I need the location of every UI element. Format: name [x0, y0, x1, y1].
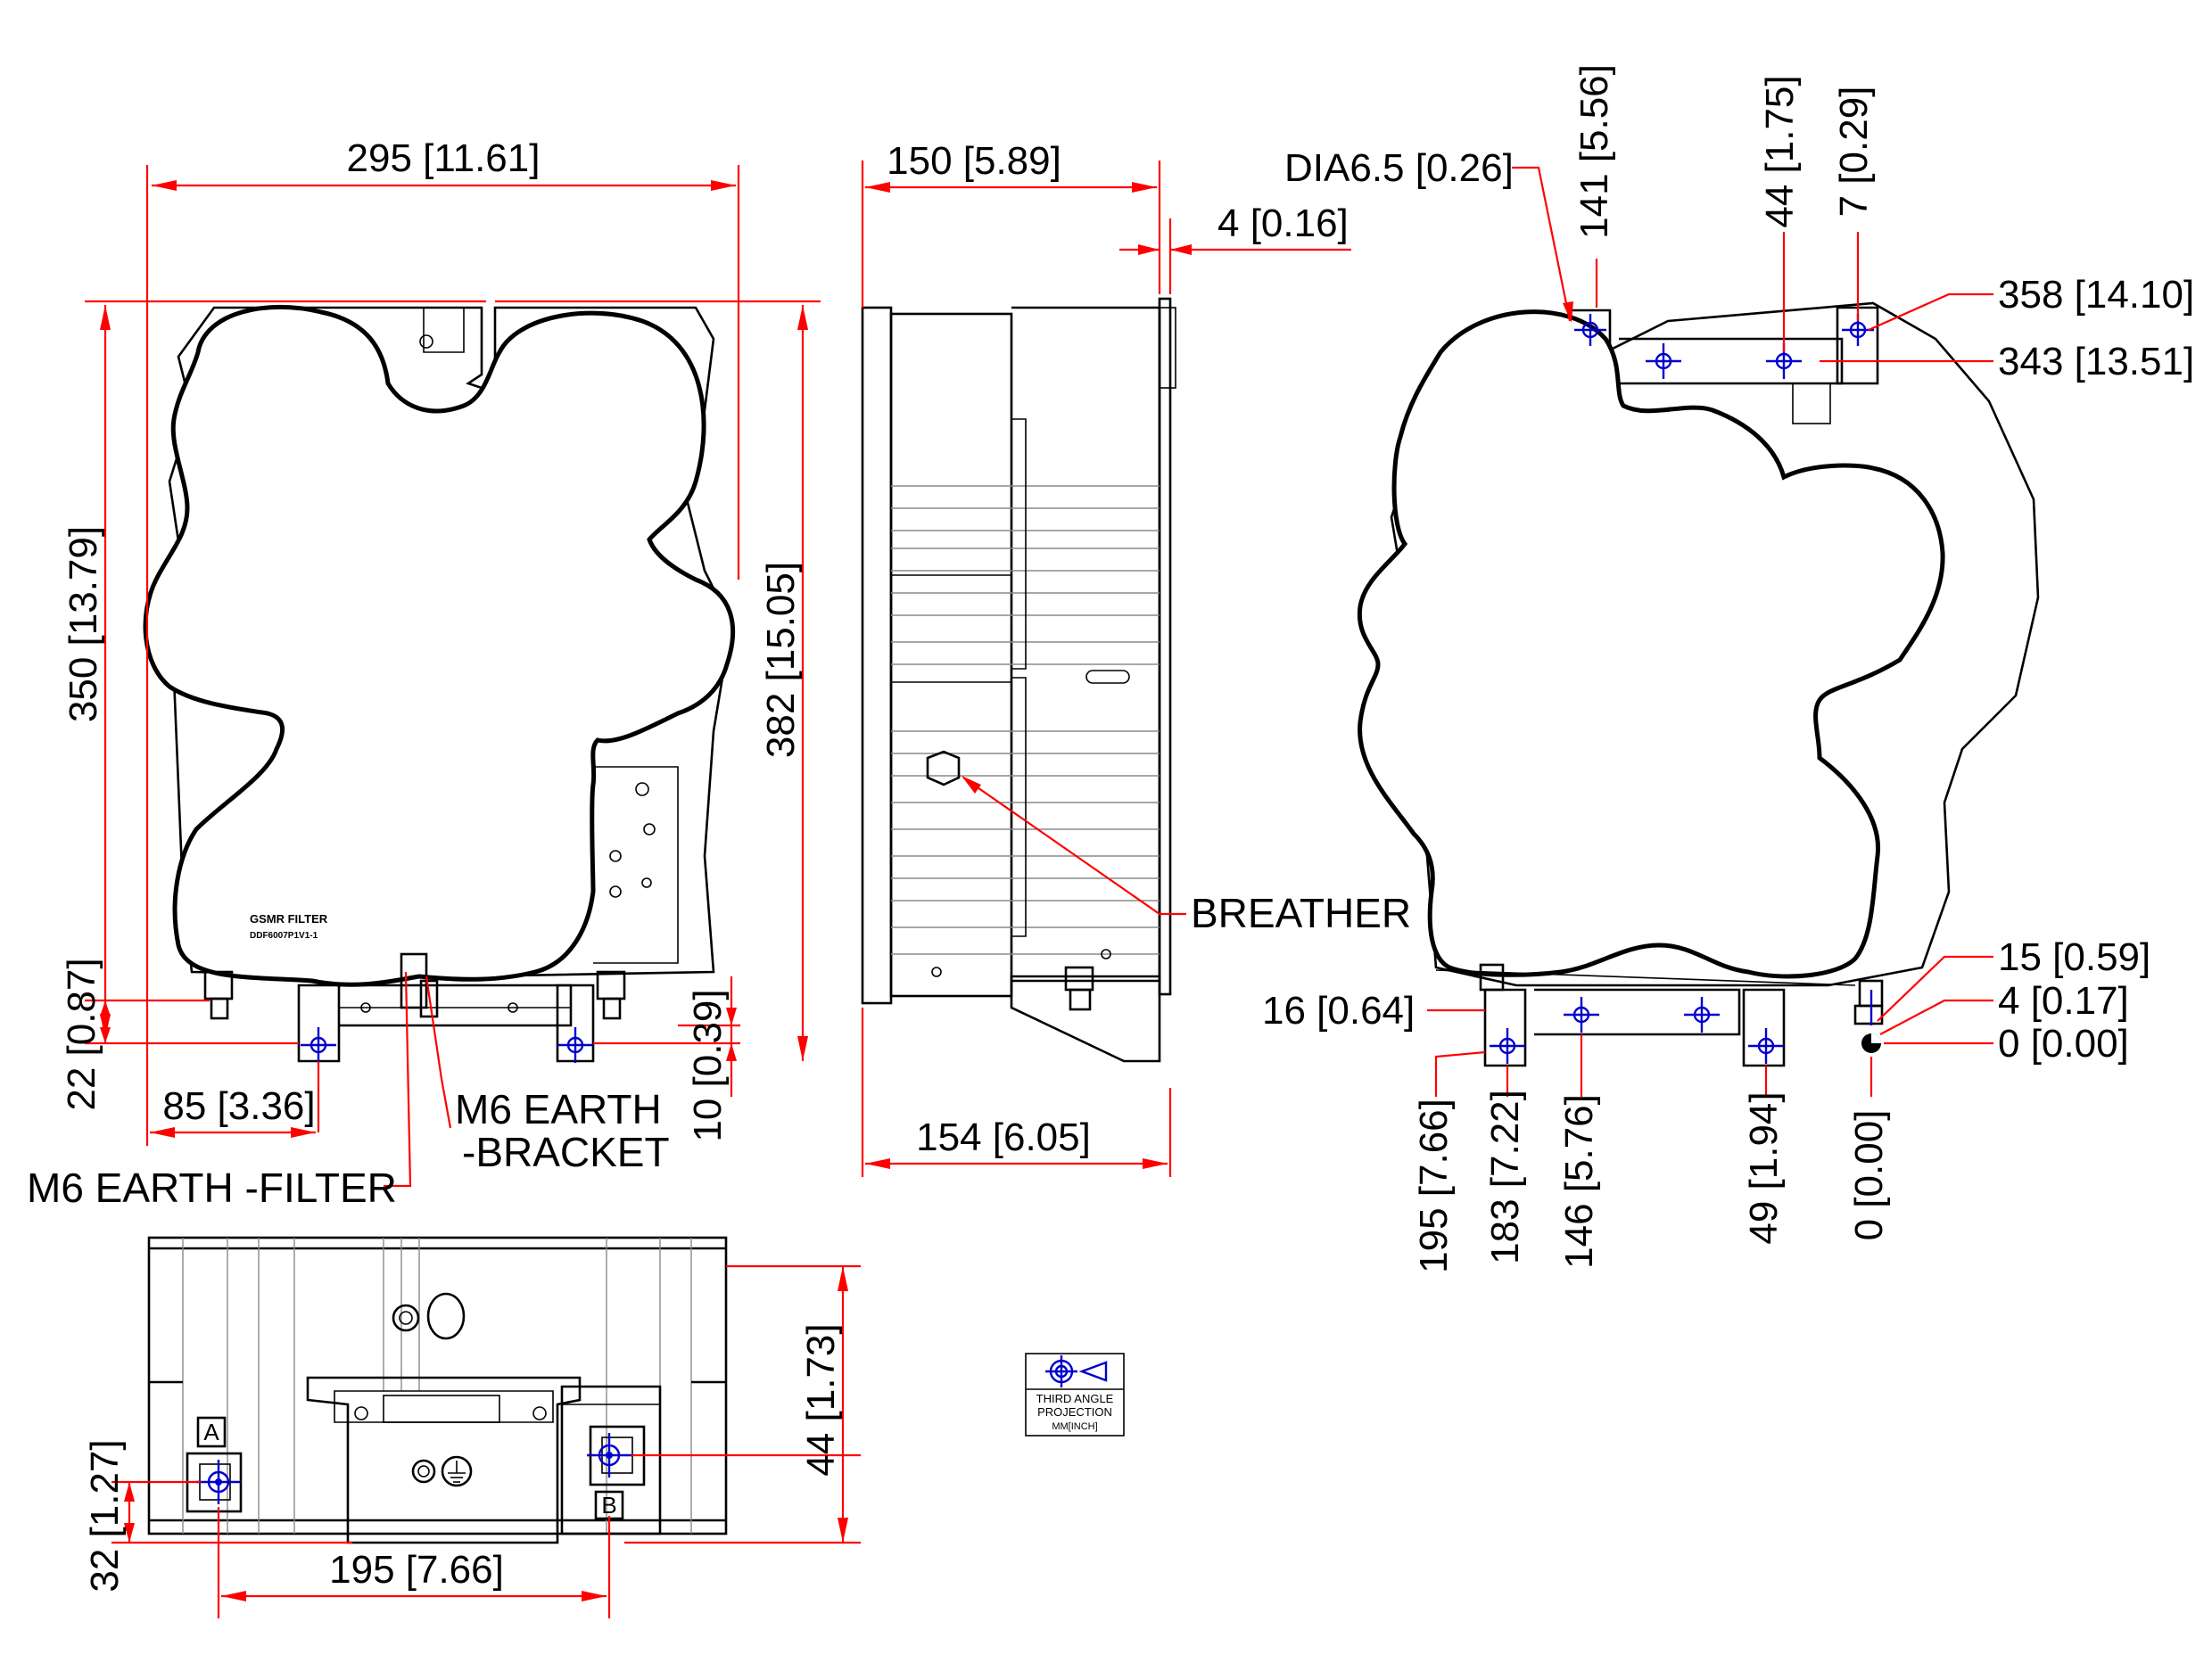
rear-filter-outline	[1357, 309, 1945, 979]
port-b-center	[587, 1433, 631, 1478]
projection-line1: THIRD ANGLE	[1036, 1392, 1114, 1405]
dim-15: 15 [0.59]	[1998, 935, 2150, 979]
dim-dia: DIA6.5 [0.26]	[1284, 146, 1514, 190]
side-view: 150 [5.89] 4 [0.16] 154 [6.05] BREATHER	[861, 139, 1411, 1177]
third-angle-projection-symbol: THIRD ANGLE PROJECTION MM[INCH]	[1025, 1353, 1125, 1437]
projection-line3: MM[INCH]	[1052, 1421, 1097, 1432]
port-a-tag	[196, 1416, 227, 1448]
filter-body-outline	[143, 304, 735, 987]
label-breather: BREATHER	[1191, 890, 1411, 936]
dim-44-top: 44 [1.75]	[1758, 75, 1802, 227]
rear-view: DIA6.5 [0.26] 141 [5.56] 44 [1.75] 7 [0.…	[1262, 64, 2194, 1273]
label-earth-filter: M6 EARTH -FILTER	[27, 1165, 397, 1211]
product-name: GSMR FILTER	[250, 912, 328, 926]
dim-height-350: 350 [13.79]	[62, 526, 105, 722]
label-earth-bracket-2: -BRACKET	[462, 1129, 670, 1175]
dim-343: 343 [13.51]	[1998, 340, 2194, 383]
dim-146: 146 [5.76]	[1557, 1094, 1601, 1269]
port-a-center	[196, 1460, 241, 1504]
dim-32: 32 [1.27]	[83, 1439, 127, 1592]
dim-foot-22: 22 [0.87]	[60, 958, 103, 1110]
dim-0-v: 0 [0.00]	[1847, 1110, 1891, 1241]
dim-16: 16 [0.64]	[1262, 989, 1415, 1033]
breather-port	[926, 750, 961, 786]
dim-358: 358 [14.10]	[1998, 273, 2194, 317]
port-a-label: A	[203, 1419, 219, 1445]
dim-0-h: 0 [0.00]	[1998, 1022, 2129, 1066]
projection-line2: PROJECTION	[1037, 1405, 1112, 1419]
port-b-label: B	[601, 1492, 616, 1519]
rear-holes	[1490, 314, 1874, 1064]
front-view: GSMR FILTER DDF6007P1V1-1	[27, 136, 821, 1211]
dim-183: 183 [7.22]	[1483, 1090, 1527, 1264]
dim-195-bottom: 195 [7.66]	[329, 1548, 504, 1592]
bottom-view: A B 44 [1.73] 32 [1.	[83, 1236, 861, 1618]
dim-offset-85: 85 [3.36]	[162, 1084, 315, 1128]
dim-4: 4 [0.17]	[1998, 979, 2129, 1023]
dim-height-382: 382 [15.05]	[759, 562, 803, 758]
dim-49: 49 [1.94]	[1742, 1091, 1786, 1244]
dim-7: 7 [0.29]	[1832, 86, 1876, 218]
front-hole-left	[301, 1027, 336, 1063]
earth-symbol-icon	[441, 1455, 473, 1487]
dim-195-rear: 195 [7.66]	[1412, 1099, 1456, 1273]
dim-offset-4: 4 [0.16]	[1217, 202, 1349, 245]
dim-44-bottom: 44 [1.73]	[799, 1323, 843, 1476]
front-hole-right	[557, 1027, 593, 1063]
dim-depth-150: 150 [5.89]	[887, 139, 1061, 183]
label-earth-bracket-1: M6 EARTH	[455, 1086, 662, 1132]
dim-depth-154: 154 [6.05]	[916, 1116, 1091, 1159]
dim-width-295: 295 [11.61]	[347, 136, 541, 180]
dim-141: 141 [5.56]	[1572, 64, 1616, 239]
dim-pitch-10: 10 [0.39]	[686, 989, 730, 1141]
part-number: DDF6007P1V1-1	[250, 931, 318, 941]
